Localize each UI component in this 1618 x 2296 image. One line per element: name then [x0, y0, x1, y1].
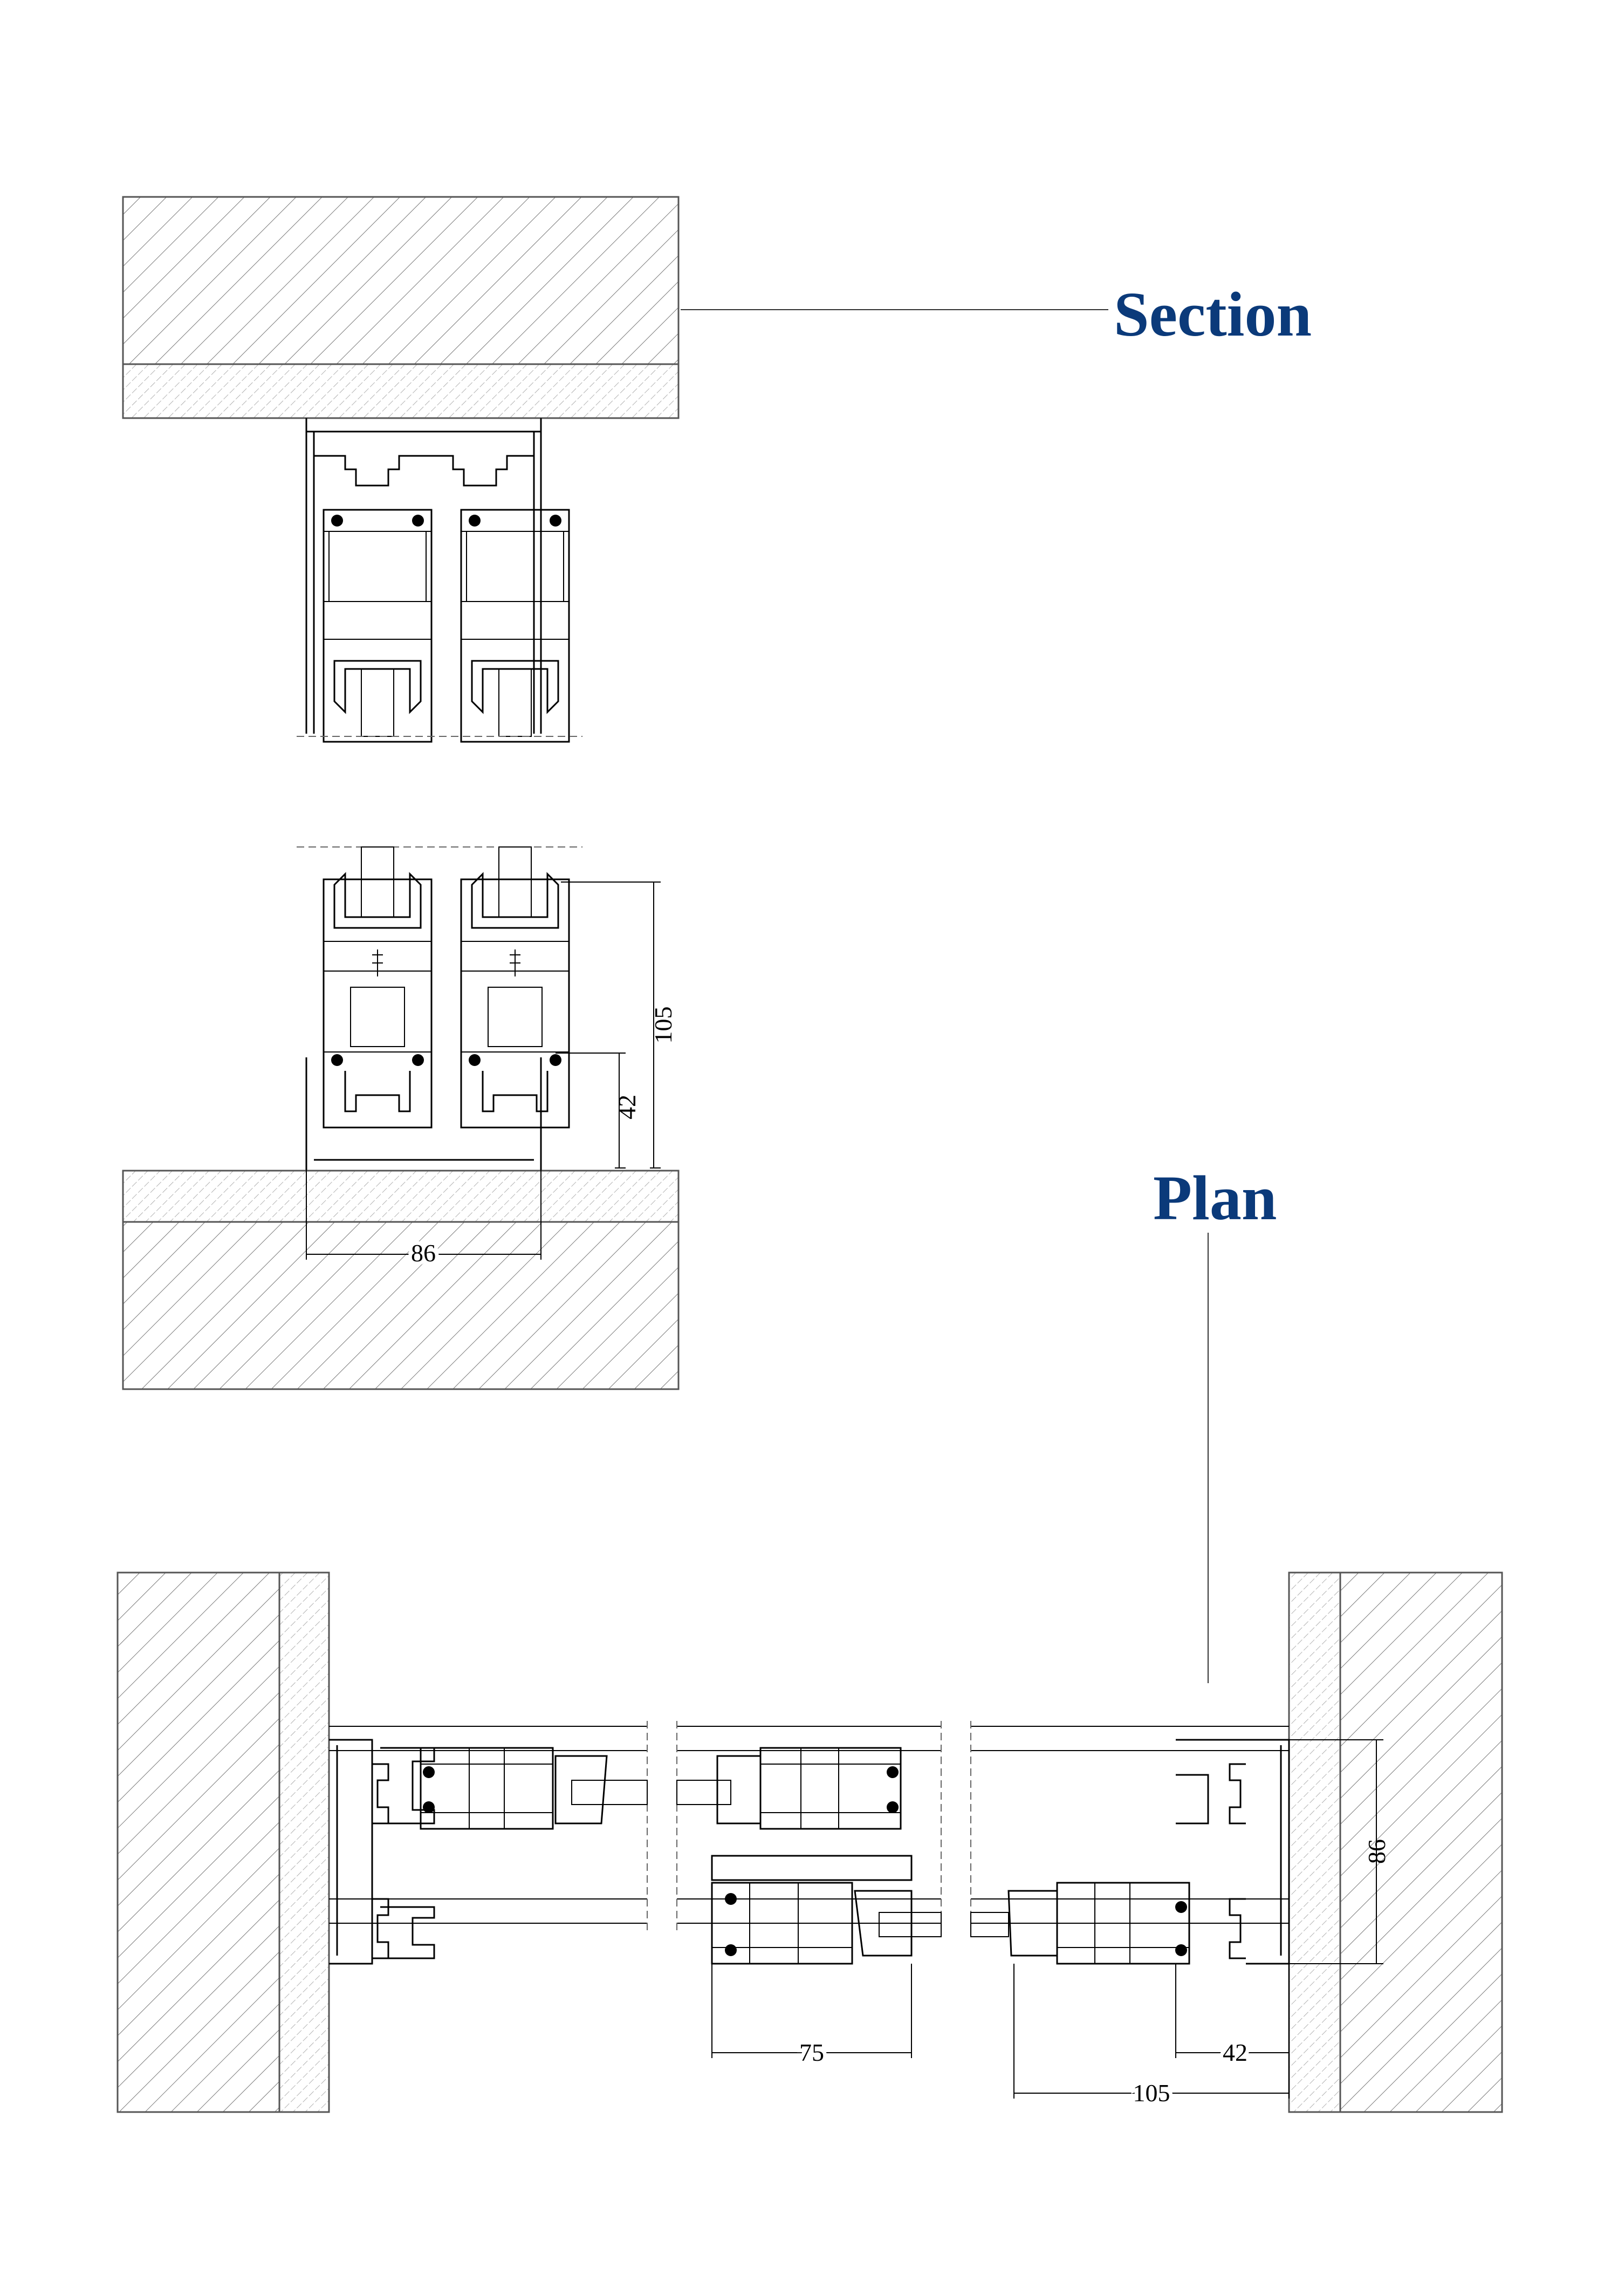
section-dim-86-label: 86 — [411, 1239, 436, 1267]
section-dimension-105: 105 — [561, 882, 677, 1168]
plan-interlock — [676, 1747, 942, 1965]
plan-dim-86-label: 86 — [1363, 1839, 1390, 1864]
plan-left-jamb — [329, 1739, 648, 1965]
plan-right-wall — [1288, 1571, 1503, 2113]
plan-right-jamb — [970, 1739, 1290, 1965]
section-head-frame — [297, 418, 582, 743]
section-sill-wall — [122, 1170, 680, 1390]
plan-dimension-105: 105 — [1013, 1964, 1290, 2110]
plan-title: Plan — [1153, 1163, 1277, 1233]
plan-dim-42-label: 42 — [1223, 2039, 1247, 2066]
plan-left-wall — [116, 1571, 330, 2113]
plan-dimension-75: 75 — [711, 1964, 912, 2070]
plan-track-lines — [329, 1721, 1289, 1931]
plan-dim-105-label: 105 — [1133, 2079, 1170, 2107]
section-dimension-86: 86 — [306, 1168, 541, 1270]
plan-dimension-86: 86 — [1289, 1739, 1390, 1964]
plan-dim-75-label: 75 — [799, 2039, 824, 2066]
section-head-wall — [122, 196, 680, 419]
plan-dimension-42: 42 — [1175, 1964, 1289, 2070]
section-dim-42-label: 42 — [613, 1095, 641, 1119]
section-dimension-42: 42 — [556, 1053, 641, 1168]
section-title: Section — [1114, 279, 1312, 350]
section-sill-frame — [297, 846, 582, 1172]
section-dim-105-label: 105 — [649, 1007, 677, 1044]
